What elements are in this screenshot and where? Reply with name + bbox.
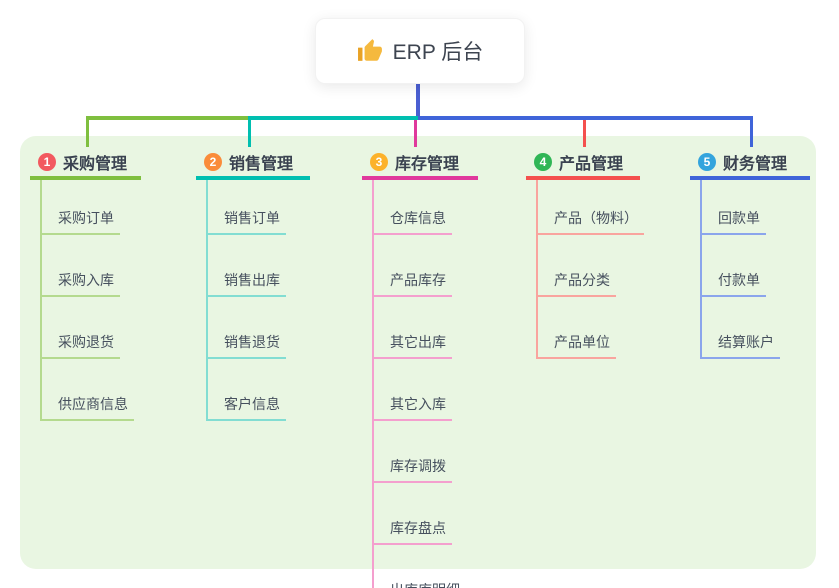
branch-children-sales: 销售订单 销售出库 销售退货 客户信息: [206, 180, 310, 421]
drop-line-branch3: [414, 120, 417, 147]
branch-label-text: 财务管理: [723, 156, 788, 173]
child-node[interactable]: 产品（物料）: [538, 180, 644, 235]
branch-label-text: 销售管理: [229, 156, 294, 173]
branches-panel: [20, 136, 816, 569]
branch-inventory: 3 库存管理 仓库信息 产品库存 其它出库 其它入库 库存调拨 库存盘点 出库库…: [362, 148, 478, 588]
child-node[interactable]: 出库库明细: [374, 545, 466, 588]
drop-line-branch2: [248, 116, 251, 147]
branch-product: 4 产品管理 产品（物料） 产品分类 产品单位: [526, 148, 644, 359]
child-node[interactable]: 库存调拨: [374, 421, 452, 483]
child-node[interactable]: 销售退货: [208, 297, 286, 359]
root-title: ERP 后台: [392, 41, 484, 64]
branch-children-finance: 回款单 付款单 结算账户: [700, 180, 810, 359]
connector-branch2: [248, 116, 418, 120]
child-node[interactable]: 采购入库: [42, 235, 120, 297]
branch-children-inventory: 仓库信息 产品库存 其它出库 其它入库 库存调拨 库存盘点 出库库明细: [372, 180, 478, 588]
branch-number-badge: 3: [370, 153, 388, 171]
child-node[interactable]: 产品单位: [538, 297, 616, 359]
branch-children-purchase: 采购订单 采购入库 采购退货 供应商信息: [40, 180, 141, 421]
branch-purchase: 1 采购管理 采购订单 采购入库 采购退货 供应商信息: [30, 148, 141, 421]
child-node[interactable]: 其它入库: [374, 359, 452, 421]
child-node[interactable]: 产品分类: [538, 235, 616, 297]
child-node[interactable]: 付款单: [702, 235, 766, 297]
root-connector-line: [416, 82, 420, 118]
drop-line-branch4: [583, 120, 586, 147]
drop-line-branch1: [86, 116, 89, 147]
connector-branch1: [86, 116, 250, 120]
branch-number-badge: 4: [534, 153, 552, 171]
child-node[interactable]: 仓库信息: [374, 180, 452, 235]
branch-label-product[interactable]: 4 产品管理: [526, 148, 640, 180]
branch-label-text: 产品管理: [559, 156, 624, 173]
child-node[interactable]: 其它出库: [374, 297, 452, 359]
child-node[interactable]: 产品库存: [374, 235, 452, 297]
connector-branch5: [418, 116, 753, 120]
child-node[interactable]: 销售订单: [208, 180, 286, 235]
root-node[interactable]: ERP 后台: [315, 18, 525, 84]
child-node[interactable]: 采购订单: [42, 180, 120, 235]
branch-label-purchase[interactable]: 1 采购管理: [30, 148, 141, 180]
branch-finance: 5 财务管理 回款单 付款单 结算账户: [690, 148, 810, 359]
branch-label-sales[interactable]: 2 销售管理: [196, 148, 310, 180]
branch-label-finance[interactable]: 5 财务管理: [690, 148, 810, 180]
drop-line-branch5: [750, 116, 753, 147]
branch-label-text: 采购管理: [63, 156, 128, 173]
branch-label-text: 库存管理: [395, 156, 460, 173]
child-node[interactable]: 客户信息: [208, 359, 286, 421]
thumbs-up-icon: [357, 39, 382, 61]
branch-label-inventory[interactable]: 3 库存管理: [362, 148, 478, 180]
child-node[interactable]: 回款单: [702, 180, 766, 235]
child-node[interactable]: 销售出库: [208, 235, 286, 297]
branch-number-badge: 5: [698, 153, 716, 171]
branch-sales: 2 销售管理 销售订单 销售出库 销售退货 客户信息: [196, 148, 310, 421]
child-node[interactable]: 结算账户: [702, 297, 780, 359]
branch-number-badge: 2: [204, 153, 222, 171]
child-node[interactable]: 供应商信息: [42, 359, 134, 421]
child-node[interactable]: 库存盘点: [374, 483, 452, 545]
child-node[interactable]: 采购退货: [42, 297, 120, 359]
branch-number-badge: 1: [38, 153, 56, 171]
branch-children-product: 产品（物料） 产品分类 产品单位: [536, 180, 644, 359]
